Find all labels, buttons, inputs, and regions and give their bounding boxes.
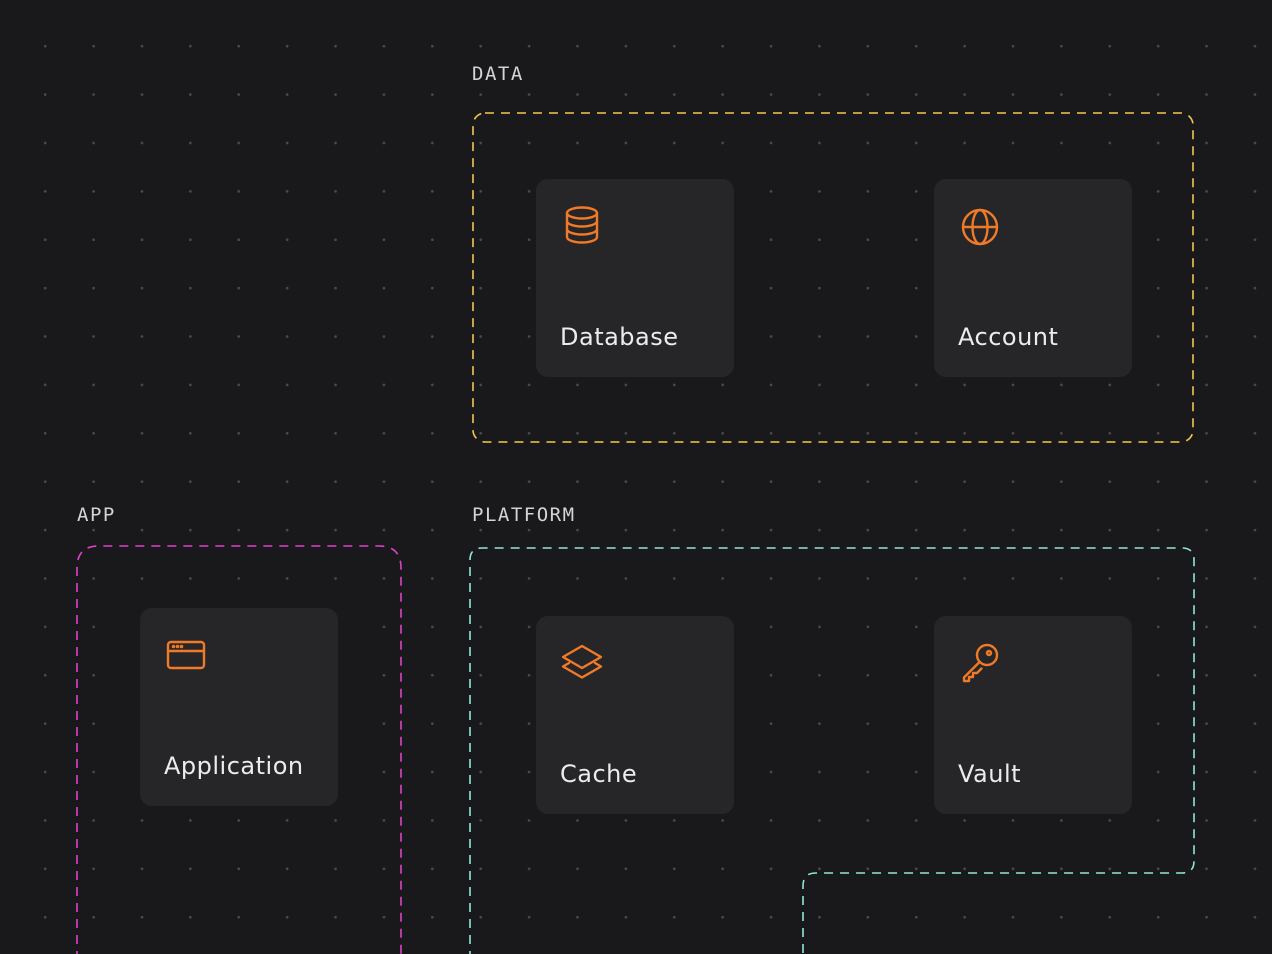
globe-icon	[961, 208, 999, 246]
account-label: Account	[958, 323, 1059, 351]
database-icon	[565, 206, 599, 244]
layers-icon	[561, 644, 603, 679]
app-group-label: APP	[77, 504, 116, 526]
platform-group-label: PLATFORM	[472, 504, 576, 526]
database-node[interactable]: Database	[536, 179, 734, 377]
platform-group-outline	[469, 547, 1195, 954]
app-group-outline	[76, 545, 402, 954]
browser-window-icon	[166, 640, 206, 670]
application-node[interactable]: Application	[140, 608, 338, 806]
data-group-outline	[472, 112, 1194, 443]
account-node[interactable]: Account	[934, 179, 1132, 377]
vault-node[interactable]: Vault	[934, 616, 1132, 814]
database-label: Database	[560, 323, 679, 351]
cache-label: Cache	[560, 760, 638, 788]
cache-node[interactable]: Cache	[536, 616, 734, 814]
key-icon	[962, 643, 999, 683]
vault-label: Vault	[958, 760, 1022, 788]
data-group-label: DATA	[472, 63, 524, 85]
application-label: Application	[164, 752, 304, 780]
